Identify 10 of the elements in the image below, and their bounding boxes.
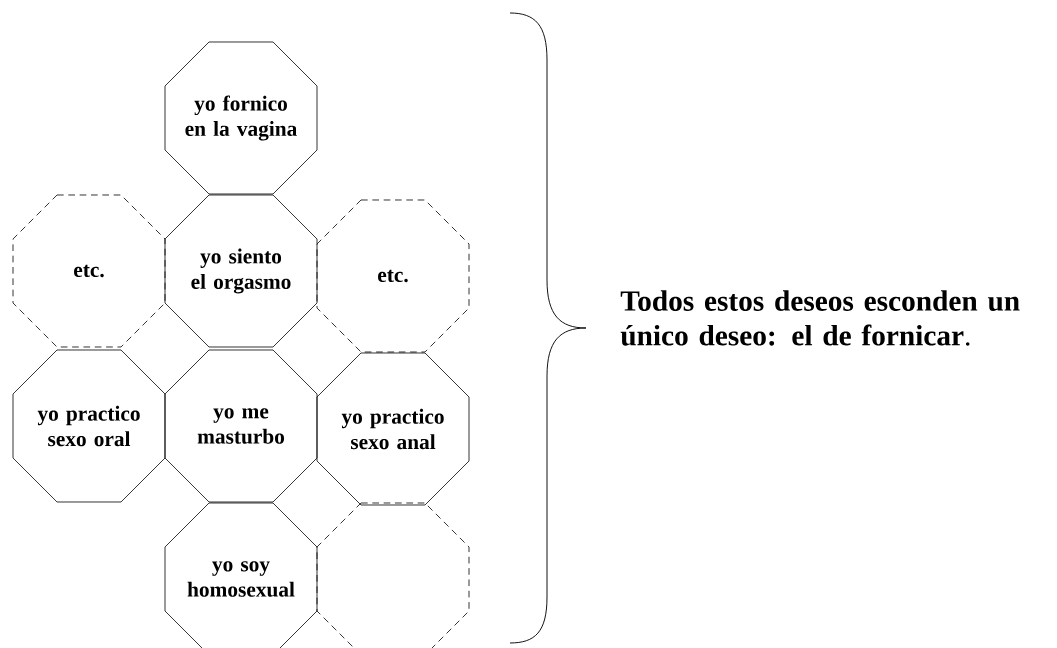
octagon-box: etc.: [316, 199, 470, 353]
empty-octagon: [316, 502, 470, 648]
octagon-box: yo practico sexo oral: [12, 349, 166, 503]
octagon-box: yo siento el orgasmo: [164, 194, 318, 348]
octagon-box: yo me masturbo: [164, 349, 318, 503]
octagon-box: yo fornico en la vagina: [164, 41, 318, 195]
octagon-box: etc.: [12, 194, 166, 348]
octagon-box: yo practico sexo anal: [316, 352, 470, 506]
octagon-box: yo soy homosexual: [164, 502, 318, 648]
note-text: Todos estos deseos esconden un único deseo: el de fornicar.: [620, 290, 1020, 346]
